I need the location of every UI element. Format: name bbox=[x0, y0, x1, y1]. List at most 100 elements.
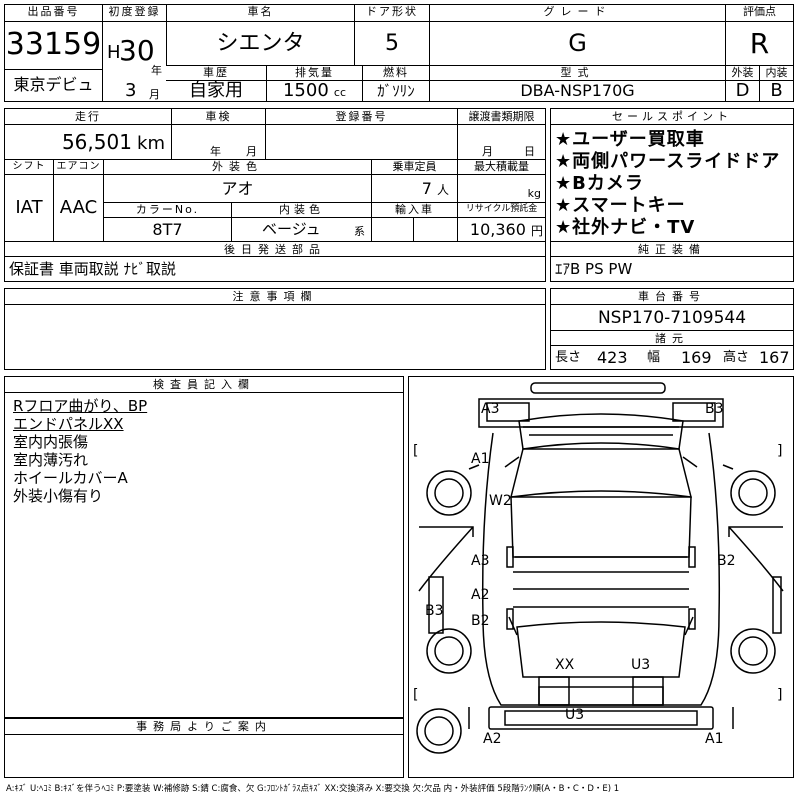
lot-no: 33159 bbox=[5, 27, 102, 62]
recycle-label: リサイクル預託金 bbox=[457, 203, 545, 218]
door: 5 bbox=[354, 22, 429, 65]
interior-label: 内装 bbox=[759, 66, 793, 81]
height: 167 bbox=[759, 348, 790, 367]
inspector-line-2: エンドパネルXX bbox=[13, 415, 124, 433]
capacity-unit: 人 bbox=[436, 183, 449, 197]
sales-points-title: セールスポイント bbox=[551, 109, 793, 125]
capacity-label: 乗車定員 bbox=[371, 160, 457, 175]
header-section: 出品番号 33159 東京デビュ 初度登録 H 30 年 3 月 車名 シエンタ… bbox=[4, 4, 794, 102]
mileage-cell: 56,501 km bbox=[5, 125, 171, 159]
import-label: 輸入車 bbox=[371, 203, 457, 218]
sales-points-section: セールスポイント ★ユーザー買取車 ★両側パワースライドドア ★Bカメラ ★スマ… bbox=[550, 108, 794, 282]
color: アオ bbox=[103, 175, 371, 202]
inspector-line-6: 外装小傷有り bbox=[13, 487, 104, 505]
debut-label: 東京デビュ bbox=[5, 69, 102, 101]
displacement-label: 排気量 bbox=[266, 66, 362, 81]
mileage-label: 走行 bbox=[5, 109, 171, 125]
bracket-left-bottom: [ bbox=[413, 687, 419, 703]
load-unit: kg bbox=[527, 187, 541, 200]
month: 3 bbox=[125, 80, 137, 101]
sales-point-3: ★Bカメラ bbox=[555, 173, 644, 194]
length: 423 bbox=[597, 348, 628, 367]
import-cell bbox=[371, 218, 457, 241]
color-no-label: カラーNo. bbox=[103, 203, 231, 218]
exterior-grade: D bbox=[725, 81, 759, 101]
color-label: 外装色 bbox=[103, 160, 371, 175]
dims-row: 長さ 423 幅 169 高さ 167 bbox=[551, 347, 793, 369]
spec-section: 走行 車検 登録番号 譲渡書類期限 56,501 km 年 月 月 日 シフト … bbox=[4, 108, 546, 282]
mark-a3-top-left: A3 bbox=[481, 401, 500, 417]
after-parts-label: 後日発送部品 bbox=[5, 241, 545, 257]
score-label: 評価点 bbox=[725, 5, 793, 22]
office-title: 事務局よりご案内 bbox=[5, 719, 403, 735]
spec-row3-line bbox=[103, 202, 545, 203]
model-label: 型式 bbox=[429, 66, 725, 81]
after-parts: 保証書 車両取説 ﾅﾋﾞ取説 bbox=[9, 260, 177, 278]
bracket-right-bottom: ] bbox=[777, 687, 783, 703]
year: 30 bbox=[119, 34, 155, 67]
inspector-line-5: ホイールカバーA bbox=[13, 469, 128, 487]
mark-b2-mid-right: B2 bbox=[717, 553, 736, 569]
reg-no-label: 登録番号 bbox=[265, 109, 457, 125]
transfer-label: 譲渡書類期限 bbox=[457, 109, 545, 125]
sales-point-1: ★ユーザー買取車 bbox=[555, 129, 705, 150]
grade: G bbox=[429, 22, 725, 65]
inspector-line-4: 室内薄汚れ bbox=[13, 451, 89, 469]
office-section: 事務局よりご案内 bbox=[4, 718, 404, 778]
car-outline bbox=[416, 382, 784, 754]
door-label: ドア形状 bbox=[354, 5, 429, 22]
history-label: 車歴 bbox=[166, 66, 266, 81]
bracket-right-top: ] bbox=[777, 443, 783, 459]
mark-xx-rear: XX bbox=[555, 657, 575, 673]
int-color-unit: 系 bbox=[354, 225, 365, 238]
displacement-unit: cc bbox=[333, 86, 346, 99]
notes-section: 注意事項欄 bbox=[4, 288, 546, 370]
inspector-title: 検査員記入欄 bbox=[5, 377, 403, 393]
transfer-month-unit: 月 bbox=[482, 145, 493, 158]
chassis-section: 車台番号 NSP170-7109544 諸元 長さ 423 幅 169 高さ 1… bbox=[550, 288, 794, 370]
int-color: ベージュ bbox=[262, 220, 321, 238]
interior-grade: B bbox=[759, 81, 793, 101]
mark-a2-bottom-left: A2 bbox=[483, 731, 502, 747]
inspector-line-1: Rフロア曲がり、BP bbox=[13, 397, 148, 415]
car-name-label: 車名 bbox=[166, 5, 354, 22]
lot-no-label: 出品番号 bbox=[5, 5, 102, 22]
fuel: ｶﾞｿﾘﾝ bbox=[362, 81, 429, 101]
mark-u3-rear: U3 bbox=[631, 657, 651, 673]
recycle-unit: 円 bbox=[530, 224, 543, 238]
import-cell-split bbox=[413, 218, 414, 241]
inspection-label: 車検 bbox=[171, 109, 265, 125]
month-unit: 月 bbox=[149, 88, 160, 101]
spec-row2-line bbox=[5, 159, 545, 160]
displacement: 1500 bbox=[282, 81, 329, 101]
mark-w2: W2 bbox=[489, 493, 512, 509]
recycle-cell: 10,360 円 bbox=[457, 218, 545, 241]
chassis-no: NSP170-7109544 bbox=[597, 308, 747, 328]
score: R bbox=[725, 22, 793, 65]
mark-a2: A2 bbox=[471, 587, 490, 603]
mark-a3-mid: A3 bbox=[471, 553, 490, 569]
mileage-unit: km bbox=[137, 133, 165, 154]
dims-title: 諸元 bbox=[551, 330, 793, 346]
mark-b2-left: B2 bbox=[471, 613, 490, 629]
capacity: 7 bbox=[421, 179, 432, 198]
sales-point-2: ★両側パワースライドドア bbox=[555, 151, 781, 172]
width-label: 幅 bbox=[647, 350, 661, 365]
exterior-label: 外装 bbox=[725, 66, 759, 81]
inspector-section: 検査員記入欄 Rフロア曲がり、BP エンドパネルXX 室内内張傷 室内薄汚れ ホ… bbox=[4, 376, 404, 718]
inspection-year-unit: 年 bbox=[210, 145, 221, 158]
inspector-line-3: 室内内張傷 bbox=[13, 433, 89, 451]
sales-point-5: ★社外ナビ・TV bbox=[555, 217, 696, 238]
load-label: 最大積載量 bbox=[457, 160, 545, 175]
chassis-title: 車台番号 bbox=[551, 289, 793, 305]
color-no: 8T7 bbox=[103, 218, 231, 241]
car-name: シエンタ bbox=[166, 22, 354, 65]
transfer-day-unit: 日 bbox=[524, 145, 535, 158]
width: 169 bbox=[681, 348, 712, 367]
mark-b3-side: B3 bbox=[425, 603, 444, 619]
mark-u3-bottom: U3 bbox=[565, 707, 585, 723]
notes-title: 注意事項欄 bbox=[5, 289, 545, 305]
fuel-label: 燃料 bbox=[362, 66, 429, 81]
year-unit: 年 bbox=[151, 64, 162, 77]
ac-label: エアコン bbox=[53, 160, 103, 175]
